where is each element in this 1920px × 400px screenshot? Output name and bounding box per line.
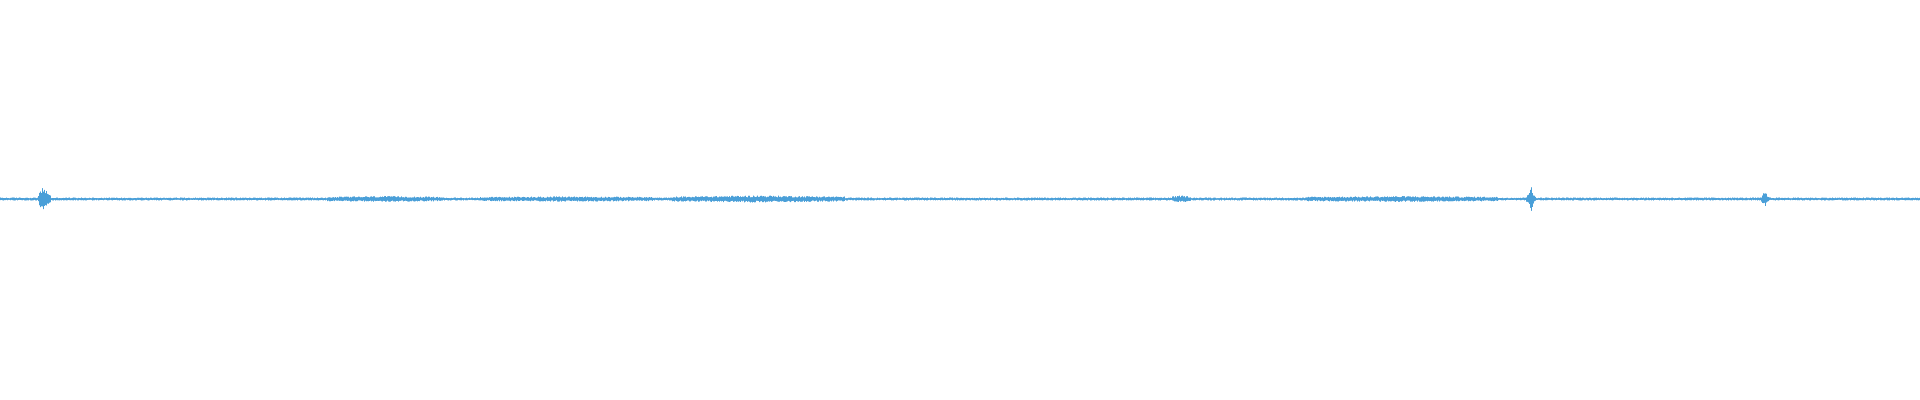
waveform-trace bbox=[0, 187, 1920, 211]
